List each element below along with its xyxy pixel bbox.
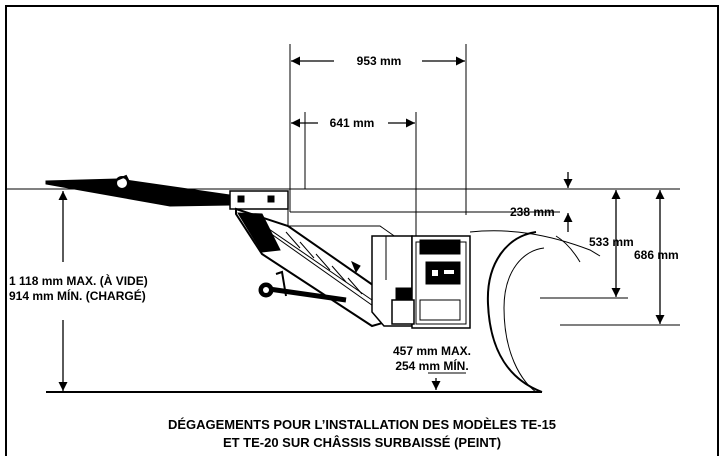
power-unit xyxy=(371,235,471,329)
dim-641-label: 641 mm xyxy=(330,116,375,130)
ground-clear-max-label: 457 mm MAX. xyxy=(393,344,471,358)
caption-line-1: DÉGAGEMENTS POUR L’INSTALLATION DES MODÈ… xyxy=(168,417,556,432)
caption-line-2: ET TE-20 SUR CHÂSSIS SURBAISSÉ (PEINT) xyxy=(223,435,501,450)
diagram-frame xyxy=(5,5,719,456)
dim-238-label: 238 mm xyxy=(510,205,555,219)
bed-height-max-label: 1 118 mm MAX. (À VIDE) xyxy=(9,273,148,288)
ground-clear-min-label: 254 mm MÍN. xyxy=(395,358,468,373)
dim-953-label: 953 mm xyxy=(357,54,402,68)
dim-533-label: 533 mm xyxy=(589,235,634,249)
dim-686-label: 686 mm xyxy=(634,248,679,262)
hitch-plate xyxy=(45,174,231,207)
hydraulic-cylinder xyxy=(258,270,347,303)
rear-wheel xyxy=(469,230,601,393)
mounting-bracket xyxy=(229,190,300,227)
bed-height-min-label: 914 mm MÍN. (CHARGÉ) xyxy=(9,288,146,303)
